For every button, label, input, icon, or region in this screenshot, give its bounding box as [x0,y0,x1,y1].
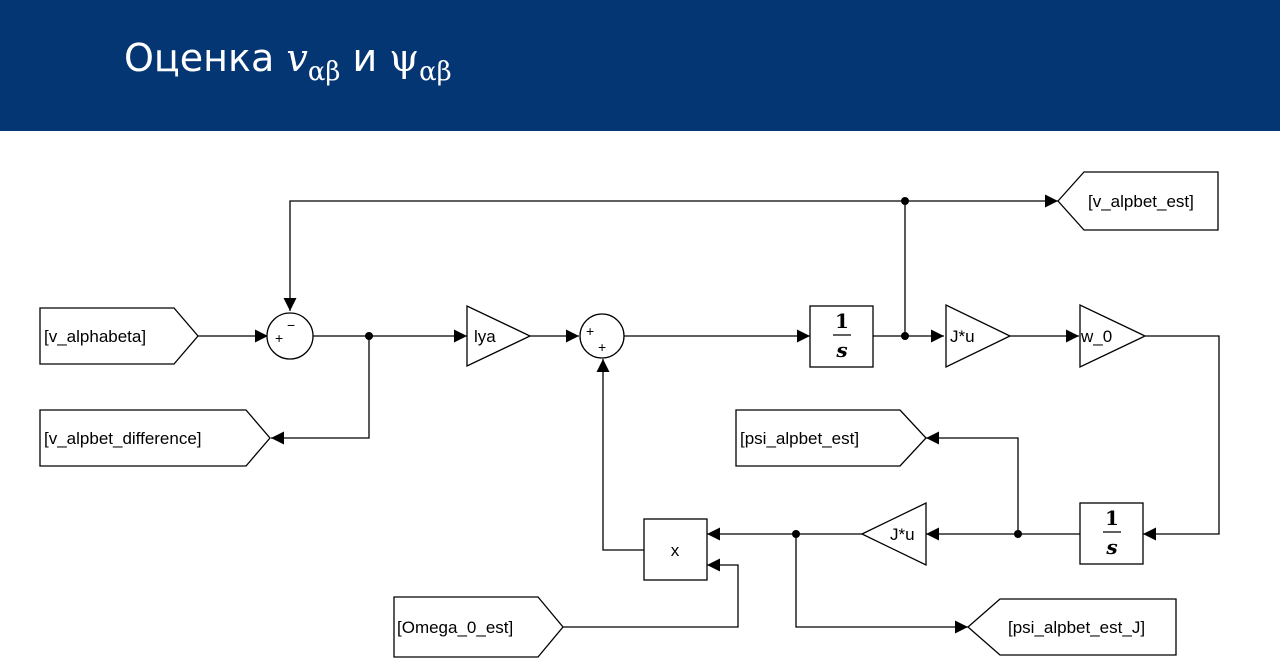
branch-point [901,197,909,205]
integrator-top-numerator: 1 [835,309,849,333]
branch-point [1014,530,1022,538]
gain-block-lya[interactable]: lya [466,304,532,368]
sum-block-2[interactable]: + + [579,313,625,359]
signal-line [563,558,739,628]
goto-block-v-alpbet-est[interactable]: [v_alpbet_est] [1057,171,1219,231]
signal-line [795,534,968,634]
goto-block-psi-alpbet-est-label: [psi_alpbet_est] [740,429,859,448]
gain-block-j-u-bottom-label: J*u [890,525,915,544]
branch-point [792,530,800,538]
integrator-bottom-numerator: 1 [1105,506,1119,530]
title-conjunction: и [352,36,378,80]
signal-line [271,336,370,445]
gain-block-w-0-label: w_0 [1080,327,1112,346]
integrator-block-bottom[interactable]: 1 s [1079,502,1144,565]
gain-block-j-u-top-label: J*u [950,327,975,346]
title-v-symbol: v [286,36,308,80]
slide-header: Оценка vαβ и ψαβ [0,0,1280,131]
title-prefix: Оценка [124,36,275,80]
goto-block-v-alpbet-difference-label: [v_alpbet_difference] [44,429,202,448]
goto-block-v-alpbet-difference[interactable]: [v_alpbet_difference] [39,409,271,467]
integrator-bottom-denominator: s [1105,535,1117,559]
integrator-top-denominator: s [835,338,847,362]
sum-block-1[interactable]: + − [266,312,314,360]
branch-point [365,332,373,340]
title-psi-symbol: ψ [389,36,420,80]
simulink-diagram: [v_alphabeta] [v_alpbet_difference] + − … [39,171,1220,658]
branch-point [901,332,909,340]
from-block-v-alphabeta[interactable]: [v_alphabeta] [39,307,199,365]
signal-line [904,194,1058,336]
signal-line [926,431,1019,534]
integrator-block-top[interactable]: 1 s [809,305,874,368]
from-block-omega-0-est[interactable]: [Omega_0_est] [393,596,564,658]
from-block-v-alphabeta-label: [v_alphabeta] [44,327,146,346]
gain-block-w-0[interactable]: w_0 [1079,303,1147,369]
signal-line [1143,335,1220,541]
goto-block-psi-alpbet-est-j-label: [psi_alpbet_est_J] [1008,618,1145,637]
slide-title: Оценка vαβ и ψαβ [124,36,452,87]
sum-block-2-plus-left: + [586,323,594,339]
goto-block-v-alpbet-est-label: [v_alpbet_est] [1088,192,1194,211]
goto-block-psi-alpbet-est-j[interactable]: [psi_alpbet_est_J] [967,598,1177,656]
product-block[interactable]: x [643,518,708,581]
gain-block-lya-label: lya [474,327,496,346]
title-v-subscript: αβ [307,57,341,87]
signal-line [596,359,644,551]
title-psi-subscript: αβ [419,57,452,87]
goto-block-psi-alpbet-est[interactable]: [psi_alpbet_est] [735,409,927,467]
sum-block-2-plus-bottom: + [598,339,606,355]
signal-line [283,200,905,311]
from-block-omega-0-est-label: [Omega_0_est] [397,618,513,637]
sum-block-1-plus-sign: + [275,330,283,346]
product-block-label: x [671,541,680,560]
sum-block-1-minus-sign: − [287,317,295,333]
gain-block-j-u-bottom[interactable]: J*u [860,501,927,567]
gain-block-j-u-top[interactable]: J*u [945,303,1012,369]
